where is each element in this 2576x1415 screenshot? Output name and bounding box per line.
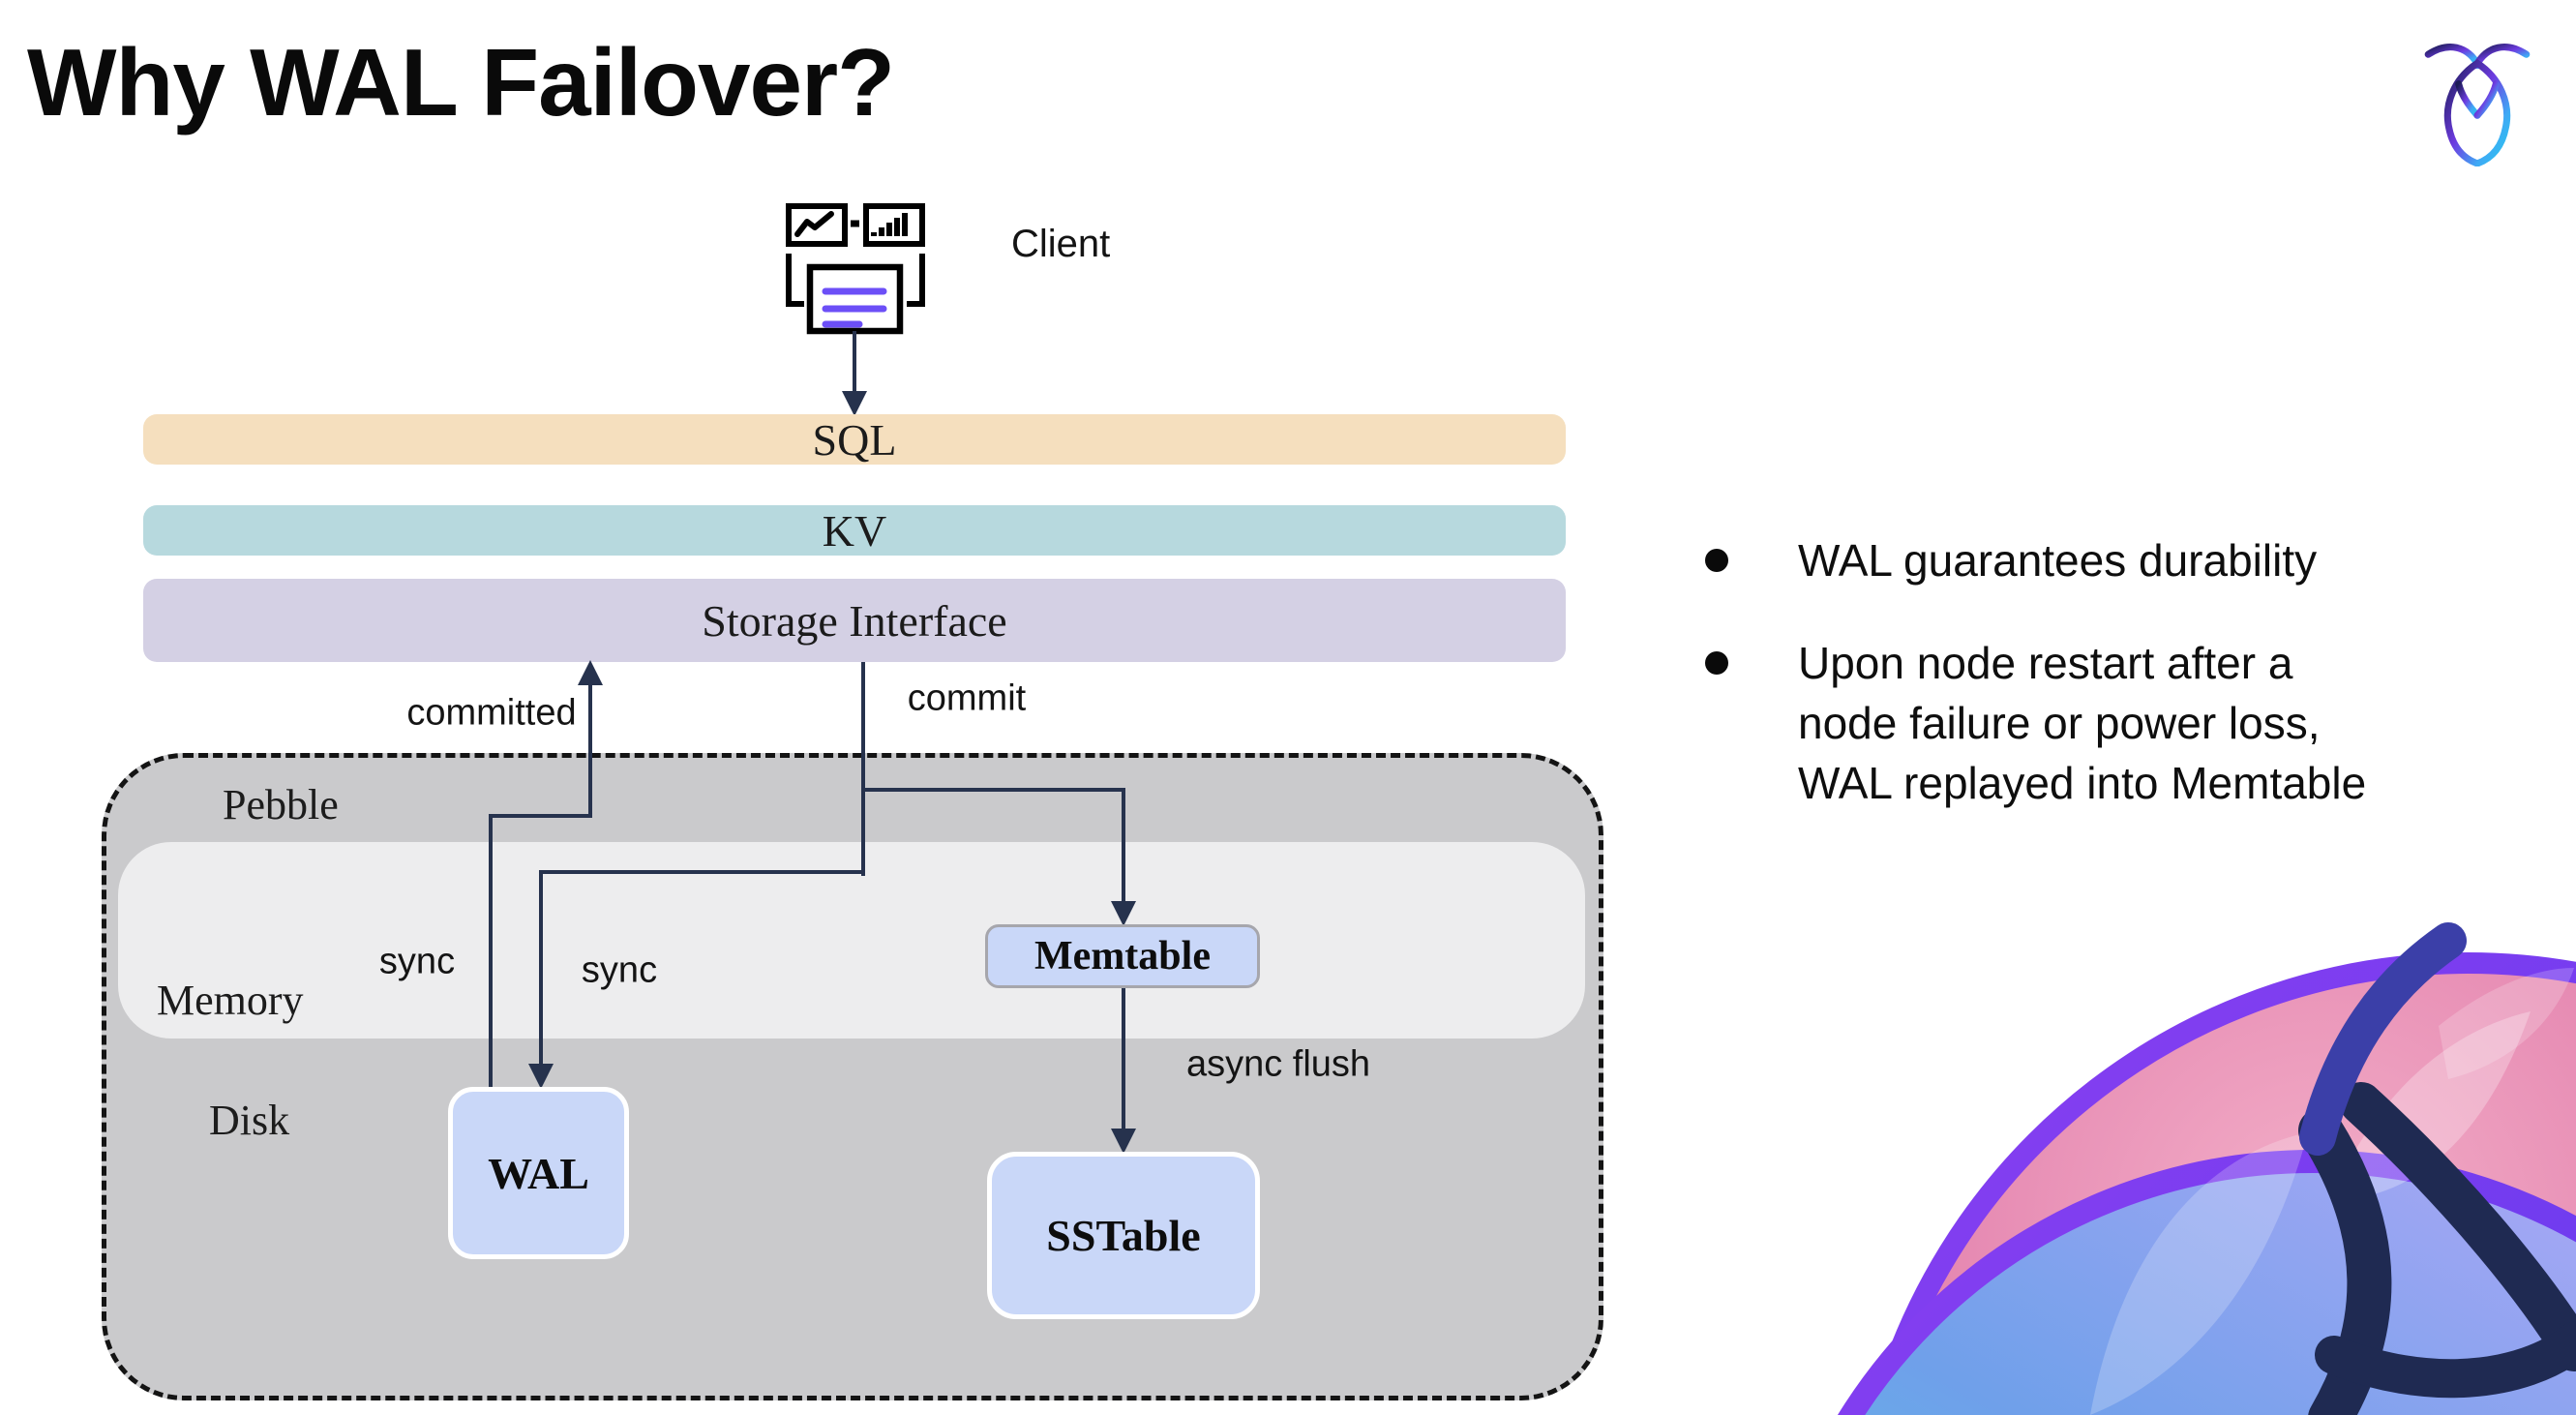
layer-kv: KV [143,505,1566,556]
memory-label: Memory [157,977,304,1024]
sync-edge-seg2 [539,872,543,1066]
client-to-sql-arrowhead [842,391,867,416]
commit-to-memtable-arrowhead [1111,901,1136,926]
cockroach-logo-icon [2422,39,2532,171]
memtable-label: Memtable [1034,934,1211,978]
client-label: Client [1011,223,1111,265]
commit-label: commit [907,677,1027,719]
list-item: WAL guarantees durability [1705,530,2557,590]
document-icon [806,263,904,335]
pebble-label: Pebble [223,781,339,828]
memtable-node: Memtable [985,924,1260,988]
async-flush-edge [1122,988,1125,1130]
committed-edge-seg2 [489,814,592,818]
client-icon [769,194,934,344]
async-flush-label: async flush [1185,1043,1371,1085]
layer-storage-interface: Storage Interface [143,579,1566,662]
async-flush-arrowhead [1111,1129,1136,1154]
commit-edge-seg3 [1122,790,1125,903]
monitor-chart-icon [786,203,848,247]
client-to-sql-edge [853,331,856,393]
page-title: Why WAL Failover? [27,29,895,135]
sync-label-left: sync [378,941,456,982]
committed-arrowhead [578,660,603,685]
sync-edge-seg1 [539,870,865,874]
wal-node: WAL [448,1087,629,1259]
sync-to-wal-arrowhead [528,1064,554,1089]
sstable-label: SSTable [1046,1211,1201,1260]
bullet-text-1: WAL guarantees durability [1798,535,2318,586]
disk-label: Disk [209,1097,290,1144]
bracket-icon [786,254,925,307]
committed-label: committed [406,692,577,734]
layer-storage-label: Storage Interface [702,595,1007,646]
list-item: Upon node restart after a node failure o… [1705,633,2557,813]
sstable-node: SSTable [987,1152,1260,1319]
bar-chart-icon [863,203,925,247]
bullet-list: WAL guarantees durability Upon node rest… [1705,530,2557,856]
committed-edge-seg1 [489,816,493,1087]
bullet-dot-icon [1705,549,1728,572]
wal-label: WAL [488,1148,589,1198]
layer-kv-label: KV [822,505,887,556]
commit-edge-seg2 [861,788,1125,792]
layer-sql: SQL [143,414,1566,465]
commit-edge-seg1 [861,662,865,876]
bullet-dot-icon [1705,651,1728,675]
bullet-text-2: Upon node restart after a node failure o… [1798,638,2367,808]
memory-band [118,842,1585,1039]
committed-edge-seg3 [588,685,592,816]
layer-sql-label: SQL [812,414,897,465]
sync-label-right: sync [581,949,658,991]
